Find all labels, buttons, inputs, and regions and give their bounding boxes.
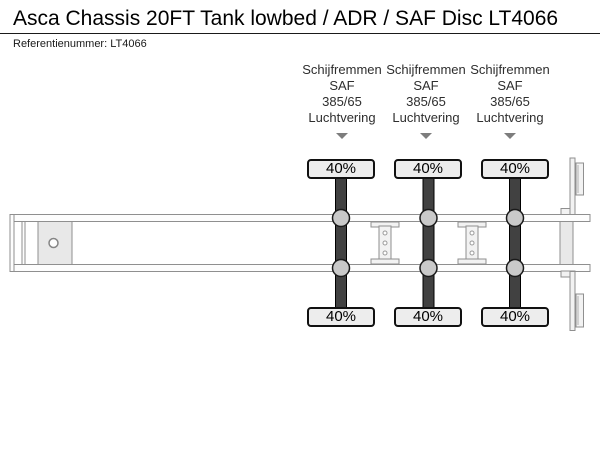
chevron-down-icon[interactable] [420,133,432,139]
chevron-down-icon[interactable] [336,133,348,139]
spec-brakes: Schijfremmen [386,62,466,77]
spec-tyre-size: 385/65 [322,94,362,109]
spec-brakes: Schijfremmen [470,62,550,77]
page-title: Asca Chassis 20FT Tank lowbed / ADR / SA… [13,7,559,30]
axle-3 [505,176,525,309]
axle-hub [419,258,438,278]
front-divider [21,221,26,265]
axle-2 [419,176,438,309]
chevron-down-icon[interactable] [504,133,516,139]
axle-hub [331,258,351,278]
axle-load-badge-bottom-3: 40% [481,307,549,327]
spec-dropdown-axle-3[interactable]: Schijfremmen SAF 385/65 Luchtvering [468,62,552,139]
axle-load-badge-top-3: 40% [481,159,549,179]
rear-center-beam [559,221,574,265]
spec-brand: SAF [497,78,523,93]
spec-suspension: Luchtvering [476,110,544,125]
spec-tyre-size: 385/65 [406,94,446,109]
axle-load-badge-bottom-1: 40% [307,307,375,327]
spec-suspension: Luchtvering [392,110,460,125]
rear-bumper-assembly [559,157,584,331]
chassis-rail-bottom [9,264,591,272]
axle-bar [422,176,435,309]
axle-hub [419,208,438,228]
axle-spec-columns: Schijfremmen SAF 385/65 Luchtvering Schi… [300,62,552,139]
spec-dropdown-axle-1[interactable]: Schijfremmen SAF 385/65 Luchtvering [300,62,384,139]
axle-1 [331,176,351,309]
axle-hub [505,258,525,278]
spec-tyre-size: 385/65 [490,94,530,109]
spec-suspension: Luchtvering [308,110,376,125]
crossmember-ibeam-2 [457,221,487,265]
spec-dropdown-axle-2[interactable]: Schijfremmen SAF 385/65 Luchtvering [384,62,468,139]
axle-hub [505,208,525,228]
spec-brand: SAF [329,78,355,93]
axle-load-badge-top-2: 40% [394,159,462,179]
rear-light-lower [575,293,584,328]
chassis-rail-top [9,214,591,222]
front-crossmember [9,214,15,272]
crossmember-ibeam-1 [370,221,400,265]
axle-bar [335,176,347,309]
rear-light-upper [575,162,584,196]
axle-hub [331,208,351,228]
divider [0,33,600,34]
reference-number: Referentienummer: LT4066 [13,38,147,50]
axle-load-badge-bottom-2: 40% [394,307,462,327]
axle-load-badge-top-1: 40% [307,159,375,179]
kingpin-circle [48,237,59,249]
axle-bar [509,176,521,309]
spec-brand: SAF [413,78,439,93]
spec-brakes: Schijfremmen [302,62,382,77]
